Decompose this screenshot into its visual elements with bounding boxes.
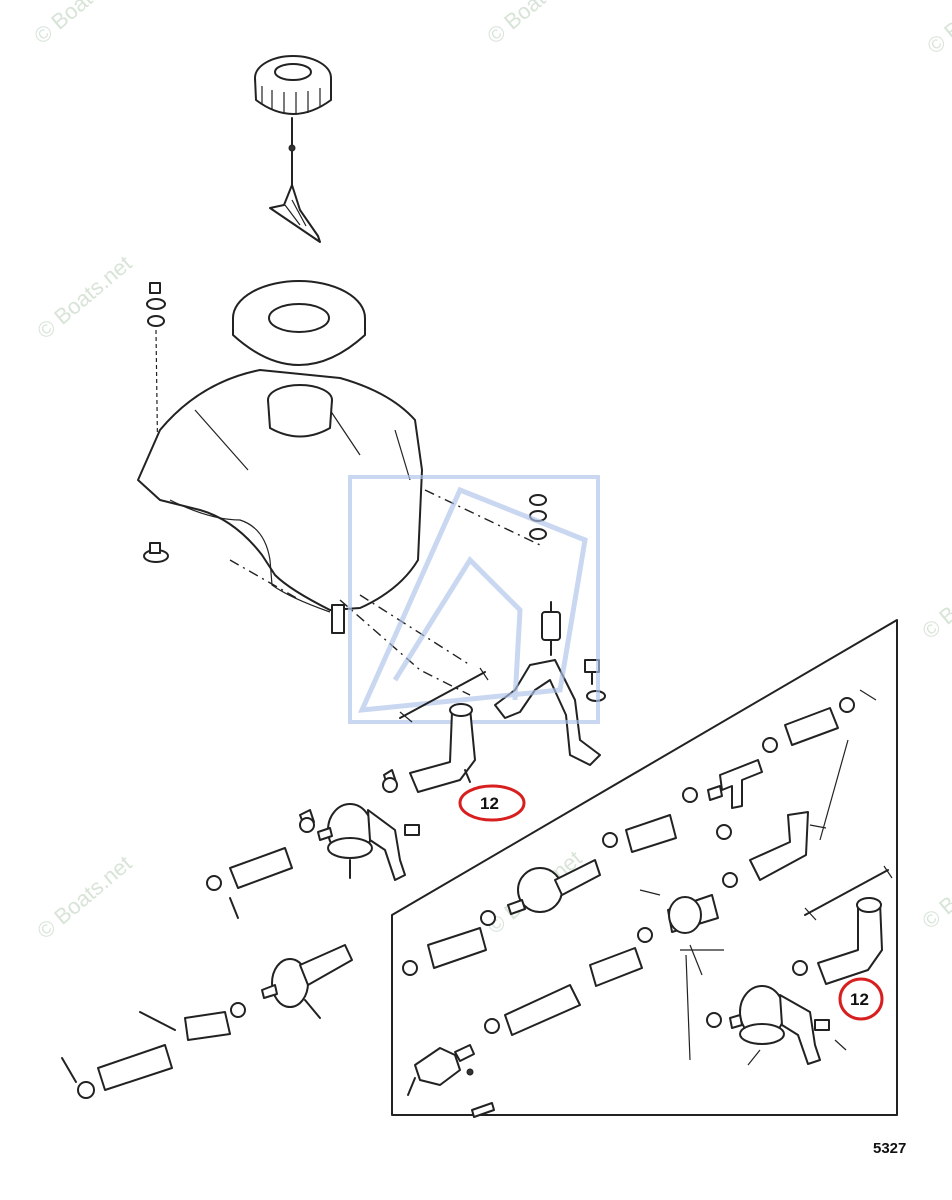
watermark-text: © Boats.net — [32, 851, 136, 944]
watermark-text: © Boats.net — [32, 251, 136, 344]
watermark-text: © Boats.net — [917, 551, 952, 644]
leader-lines — [229, 489, 541, 696]
lower-left-fuel-line — [61, 1011, 231, 1099]
fuel-pump-lower — [230, 944, 353, 1019]
callout-label: 12 — [480, 794, 499, 813]
drawing-number: 5327 — [873, 1140, 906, 1157]
elbow-hose-top — [399, 667, 489, 793]
watermark-text: © Boats.net — [917, 841, 952, 934]
callout-circle — [458, 784, 526, 822]
inline-fuel-filter — [541, 601, 561, 656]
mount-screw-set-left — [143, 282, 169, 563]
boats-net-logo — [348, 475, 600, 724]
hose-segment — [206, 847, 293, 919]
callout-12-inset[interactable]: 12 — [838, 977, 884, 1021]
watermark-text: © Boats.net — [922, 0, 952, 59]
tank-bracket — [494, 659, 606, 766]
inset-frame — [391, 619, 898, 1116]
watermark-text: © Boats.net — [29, 0, 133, 49]
mount-screw-set-right — [529, 494, 547, 540]
filler-gasket — [232, 280, 366, 366]
fuel-pump-left — [317, 803, 420, 881]
fuel-tank — [137, 369, 423, 634]
callout-circle — [838, 977, 884, 1021]
watermark-text: © Boats.net — [482, 0, 586, 49]
callout-label: 12 — [850, 990, 869, 1009]
callout-12-top[interactable]: 12 — [458, 784, 526, 822]
upper-left-fuel-line — [299, 769, 398, 833]
fuel-cap — [254, 55, 332, 243]
inset-fuel-system — [402, 689, 893, 1118]
